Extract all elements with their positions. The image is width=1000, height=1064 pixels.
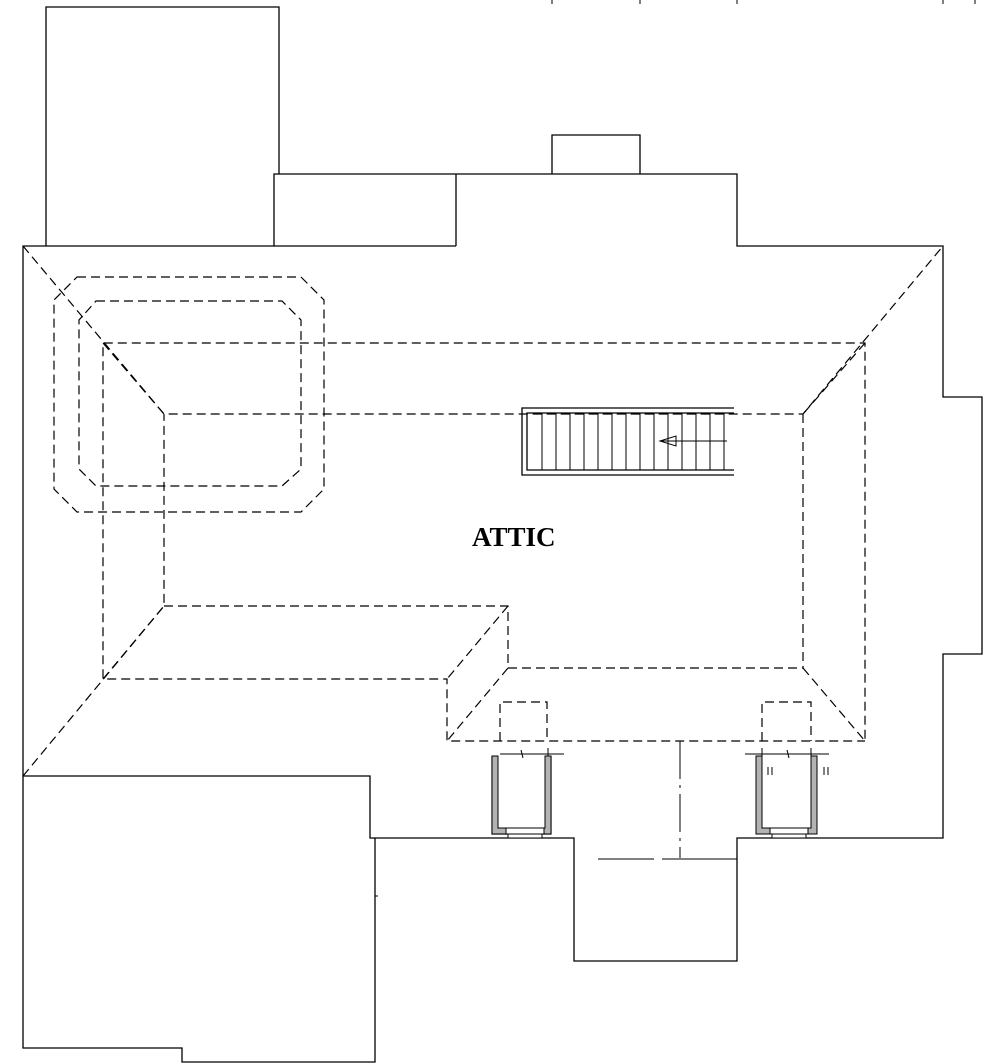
roof-hip-lines [22,245,944,777]
main-building-outline [22,173,983,962]
center-ridge-line [598,741,737,860]
upper-left-roof-block [45,6,280,246]
tray-ceiling-outer [53,276,325,513]
tray-ceiling-inner [78,300,302,487]
room-label: ATTIC [472,522,556,552]
chimney [551,134,641,174]
dormer-right [745,701,829,839]
lower-left-wing [22,776,376,1063]
stair-direction-arrow [658,435,727,447]
dormer-left [491,701,564,839]
top-edge-ticks [551,0,976,4]
